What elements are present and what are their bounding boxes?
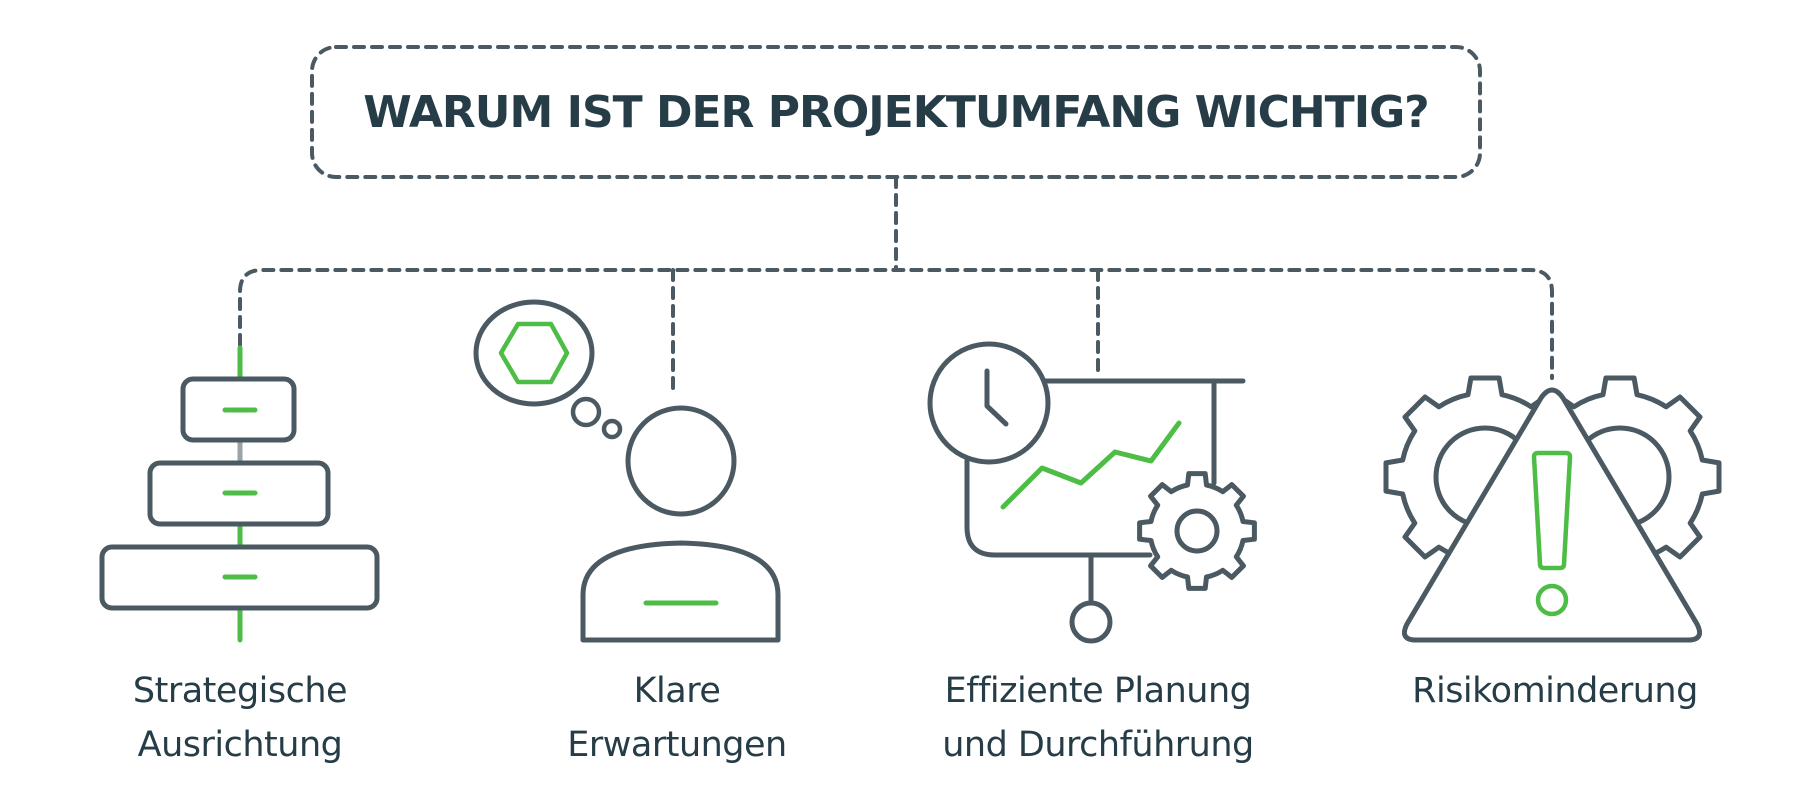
- exclamation-dot-icon: [1535, 583, 1569, 617]
- stacked-boxes-icon: [99, 345, 380, 643]
- warning-triangle-gears-icon: [1383, 375, 1722, 643]
- label-risk-mitigation: Risikominderung: [1345, 664, 1765, 718]
- person-thinking-icon: [473, 299, 781, 643]
- label-strategic-alignment: Strategische Ausrichtung: [30, 664, 450, 772]
- label-line: Erwartungen: [567, 725, 787, 765]
- label-line: Ausrichtung: [137, 725, 343, 765]
- gear-icon: [1137, 471, 1257, 591]
- exclamation-bar-icon: [1531, 450, 1573, 571]
- label-efficient-planning: Effiziente Planung und Durchführung: [888, 664, 1308, 772]
- label-line: Risikominderung: [1412, 671, 1698, 711]
- presentation-board-clock-gear-icon: [927, 341, 1257, 644]
- label-line: Effiziente Planung: [944, 671, 1252, 711]
- page-title: WARUM IST DER PROJEKTUMFANG WICHTIG?: [363, 86, 1429, 138]
- label-line: Strategische: [132, 671, 348, 711]
- label-line: und Durchführung: [942, 725, 1254, 765]
- label-clear-expectations: Klare Erwartungen: [467, 664, 887, 772]
- connector-lines: [238, 175, 1554, 397]
- warning-triangle-icon: [1402, 387, 1702, 643]
- label-line: Klare: [633, 671, 721, 711]
